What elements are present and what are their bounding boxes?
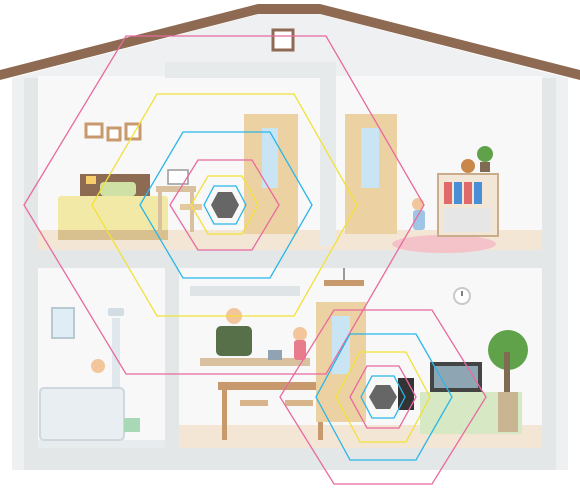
person-in-bath [91,359,105,373]
plant-leaves [477,146,493,162]
desk [156,186,196,192]
hex-lower-cyan-inner [360,375,406,419]
binder-blue-2 [474,182,482,204]
bathroom-wall-divider [165,268,179,448]
router-hexagon-icon-lower [369,385,397,409]
picture-frame-1 [84,122,104,139]
palm-trunk [504,352,510,392]
desk-chair [180,204,202,210]
bed-pillow [100,182,136,196]
binder-red-2 [464,182,472,204]
ceiling-lamp [324,280,364,286]
dining-table [218,382,328,390]
kitchen-pot [268,350,282,360]
door-glass-upper-1 [262,128,278,188]
kitchen-counter [200,358,310,366]
potted-plant-icon [480,162,490,172]
hex-upper-pink-outer [23,35,425,375]
bed-lamp [86,176,96,184]
binder-blue [454,182,462,204]
attic-vent [271,28,295,52]
plant-pot-lower [498,392,518,432]
girl-body [413,210,425,230]
desk-leg-2 [190,192,194,232]
teddy-bear-icon [461,159,475,173]
table-leg-1 [222,390,227,440]
hex-upper-yellow [91,93,358,317]
lower-signal-hexagons [279,309,487,485]
hex-upper-yellow-inner [190,175,259,235]
right-outer-wall [542,78,556,470]
attic-closet-wall [165,62,335,78]
child-head [293,327,307,341]
hex-lower-pink-outer [279,309,487,485]
chef-body [216,326,252,356]
bathroom-window [51,307,75,339]
door-glass-lower [332,316,350,374]
shower-head [108,308,124,316]
palm-leaves [488,330,528,370]
left-outer-wall [24,78,38,470]
bathtub [39,387,125,441]
roof [0,4,580,80]
bath-bucket [124,418,140,432]
pink-rug [392,235,496,253]
chair-1 [240,400,268,406]
bed-frame [58,230,168,240]
ground-slab [24,448,556,470]
tv-screen [434,366,478,388]
upper-signal-hexagons [23,35,425,375]
chair-2 [285,400,313,406]
hex-upper-pink-mid [169,159,280,251]
bathroom-floor [38,440,178,450]
bed-mattress [58,196,168,234]
child-body [294,340,306,360]
kitchen-cabinet-top [190,286,300,296]
hex-upper-cyan-inner [203,185,247,225]
binder-red [444,182,452,204]
hex-upper-cyan [139,131,313,279]
floor-slab [24,250,556,268]
hex-lower-cyan [315,333,453,461]
door-glass-upper-2 [361,128,379,188]
desk-leg [158,192,162,232]
drawer-grid [444,208,492,232]
router-hexagon-icon [211,192,239,218]
hex-lower-yellow [335,351,431,443]
hex-lower-pink-mid [349,365,417,429]
shower-column [112,318,120,388]
picture-frame-2 [106,126,122,142]
